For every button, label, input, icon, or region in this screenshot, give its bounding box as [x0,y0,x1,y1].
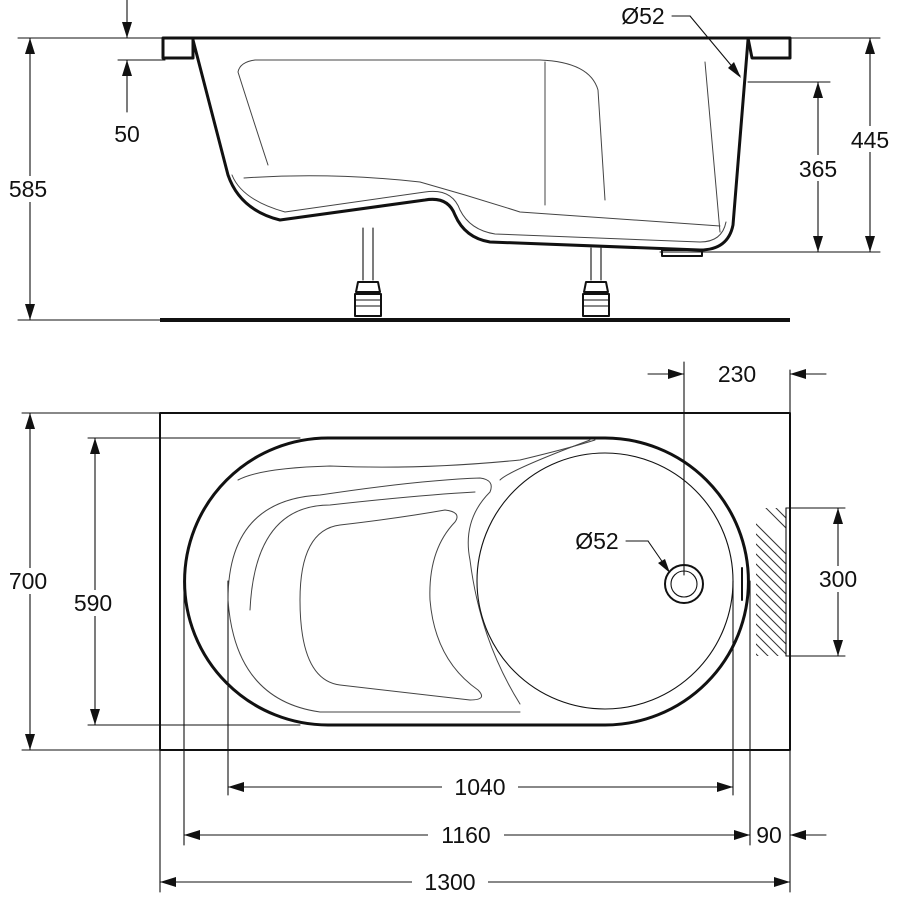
tub-rim [161,36,792,60]
drain-outlet [661,249,703,257]
tub-shell-outline [191,38,750,252]
service-zone-label: 300 [819,566,857,592]
support-leg-right [582,247,610,317]
side-view: 585 50 365 445 Ø52 [2,0,898,322]
drain-hole [664,564,704,604]
drain-offset-label: 230 [718,361,756,387]
tub-outer-frame [159,412,791,751]
outer-height-label: 445 [851,127,889,153]
tub-inner-contour [231,174,727,243]
rim-height-label: 50 [114,121,140,147]
top-drain-diameter-label: Ø52 [575,528,618,554]
end-offset-label: 90 [756,822,782,848]
tub-basin-outline [183,436,750,727]
inner-width-label: 590 [74,590,112,616]
floor-plate [160,318,790,322]
body-length-label: 1160 [441,822,490,848]
total-height-label: 585 [9,176,47,202]
basin-circle [476,452,734,710]
service-zone-hatch [756,508,786,656]
overall-length-label: 1300 [424,869,475,895]
side-drain-diameter-label: Ø52 [621,3,664,29]
inner-depth-label: 365 [799,156,837,182]
top-view: 230 700 590 300 1040 1160 90 1300 Ø52 [0,360,866,895]
inner-length-label: 1040 [454,774,505,800]
overall-width-label: 700 [9,568,47,594]
support-leg-left [354,227,382,317]
